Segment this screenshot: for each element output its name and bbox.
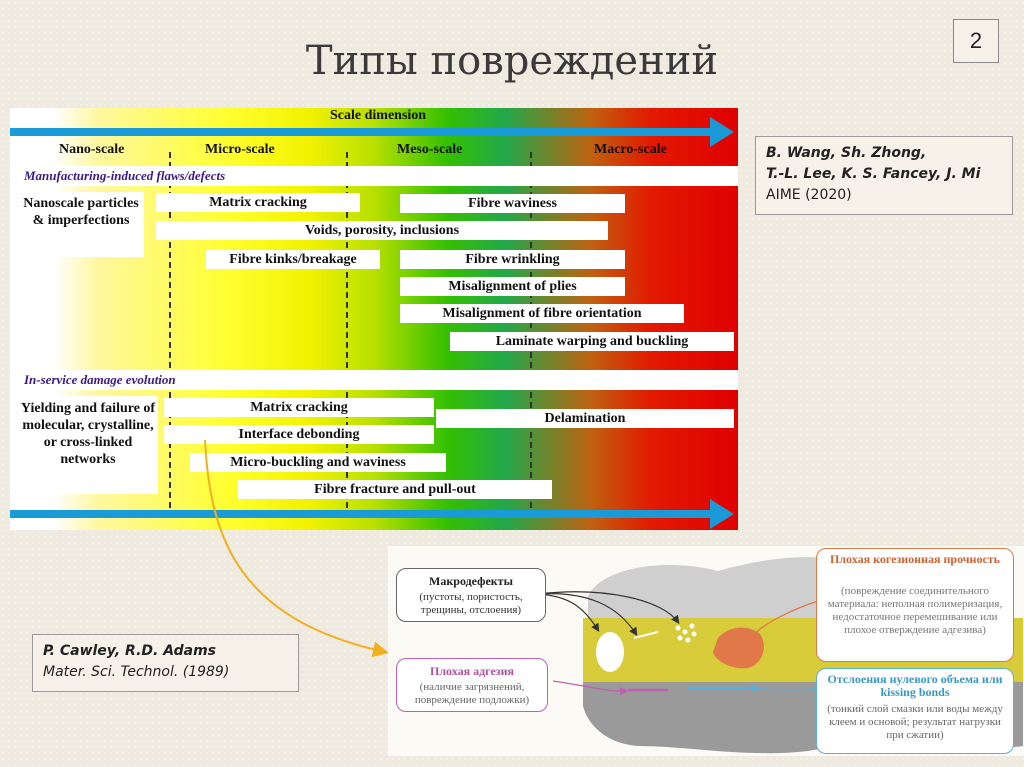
scale-macro: Macro-scale bbox=[594, 142, 667, 157]
mfg-misalignment-plies: Misalignment of plies bbox=[400, 277, 625, 296]
mfg-fibre-wrinkling: Fibre wrinkling bbox=[400, 250, 625, 269]
reference-cawley: P. Cawley, R.D. Adams Mater. Sci. Techno… bbox=[32, 634, 299, 692]
scale-meso: Meso-scale bbox=[397, 142, 463, 157]
mfg-fibre-waviness: Fibre waviness bbox=[400, 194, 625, 213]
poor-cohesion-desc: (повреждение соединительного материала: … bbox=[827, 585, 1003, 636]
reference-wang: B. Wang, Sh. Zhong, T.-L. Lee, K. S. Fan… bbox=[755, 136, 1013, 215]
scale-micro: Micro-scale bbox=[205, 142, 275, 157]
divider-nano-micro bbox=[169, 152, 171, 508]
macro-defects-desc: (пустоты, пористость, трещины, отслоения… bbox=[419, 591, 523, 616]
manufacturing-header: Manufacturing-induced flaws/defects bbox=[16, 166, 738, 186]
ref1-authors-line1: B. Wang, Sh. Zhong, bbox=[766, 145, 927, 161]
top-arrow-head bbox=[710, 117, 734, 147]
mfg-voids: Voids, porosity, inclusions bbox=[156, 221, 608, 240]
bottom-arrow-head bbox=[710, 499, 734, 529]
scale-chart: Scale dimension Nano-scale Micro-scale M… bbox=[10, 108, 738, 530]
svc-interface-debonding: Interface debonding bbox=[164, 425, 434, 444]
mfg-fibre-kinks: Fibre kinks/breakage bbox=[206, 250, 380, 269]
page-title: Типы повреждений bbox=[305, 38, 719, 84]
bottom-scale-arrow bbox=[10, 510, 714, 518]
top-scale-arrow bbox=[10, 128, 714, 136]
service-side-text: Yielding and failure of molecular, cryst… bbox=[18, 396, 158, 494]
service-header: In-service damage evolution bbox=[16, 370, 738, 390]
macro-defects-box: Макродефекты (пустоты, пористость, трещи… bbox=[396, 568, 546, 622]
scale-nano: Nano-scale bbox=[59, 142, 125, 157]
kissing-bond-title: Отслоения нулевого объема или kissing bo… bbox=[827, 672, 1003, 699]
kissing-bond-box: Отслоения нулевого объема или kissing bo… bbox=[816, 668, 1014, 754]
svc-fibre-fracture: Fibre fracture and pull-out bbox=[238, 480, 552, 499]
scale-dimension-label: Scale dimension bbox=[330, 108, 427, 123]
adhesive-defects-diagram: Макродефекты (пустоты, пористость, трещи… bbox=[388, 546, 1024, 756]
svc-micro-buckling: Micro-buckling and waviness bbox=[190, 453, 446, 472]
svc-matrix-cracking: Matrix cracking bbox=[164, 398, 434, 417]
ref2-journal: Mater. Sci. Technol. (1989) bbox=[43, 664, 230, 680]
poor-adhesion-box: Плохая адгезия (наличие загрязнений, пов… bbox=[396, 658, 548, 712]
poor-adhesion-title: Плохая адгезия bbox=[429, 664, 515, 678]
kissing-bond-desc: (тонкий слой смазки или воды между клеем… bbox=[827, 703, 1003, 741]
divider-micro-meso bbox=[346, 152, 348, 508]
poor-adhesion-desc: (наличие загрязнений, повреждение подлож… bbox=[414, 681, 530, 706]
ref2-authors: P. Cawley, R.D. Adams bbox=[43, 643, 216, 659]
page-number: 2 bbox=[953, 19, 999, 63]
mfg-matrix-cracking: Matrix cracking bbox=[156, 193, 360, 212]
mfg-laminate-warping: Laminate warping and buckling bbox=[450, 332, 734, 351]
svc-delamination: Delamination bbox=[436, 409, 734, 428]
poor-cohesion-title: Плохая когезионная прочность bbox=[829, 552, 1001, 566]
ref1-authors-line2: T.-L. Lee, K. S. Fancey, J. Mi bbox=[766, 166, 981, 182]
mfg-misalignment-fibre: Misalignment of fibre orientation bbox=[400, 304, 684, 323]
macro-defects-title: Макродефекты bbox=[429, 574, 513, 588]
divider-meso-macro bbox=[530, 152, 532, 508]
poor-cohesion-box: Плохая когезионная прочность (повреждени… bbox=[816, 548, 1014, 662]
manufacturing-side-text: Nanoscale particles & imperfections bbox=[18, 192, 144, 257]
ref1-journal: AIME (2020) bbox=[766, 187, 852, 203]
